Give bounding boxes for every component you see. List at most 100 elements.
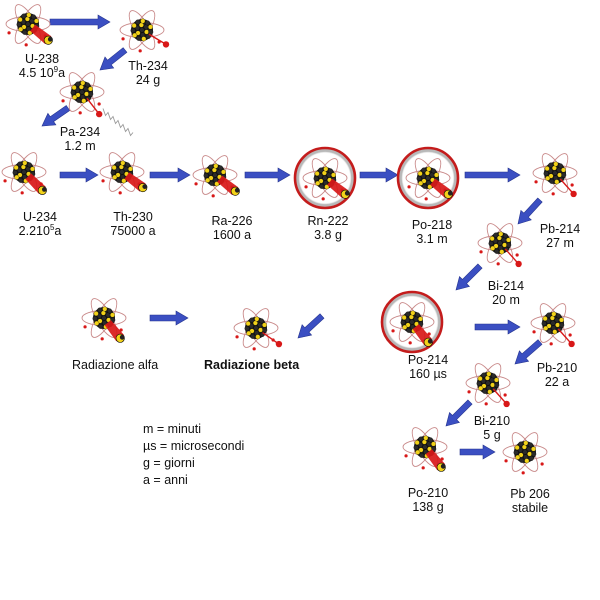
- arrow-ra226-rn222: [244, 167, 291, 183]
- electron: [551, 192, 555, 196]
- nuclide-name: Th-230: [113, 210, 153, 224]
- atom-u234: [1, 152, 47, 195]
- alpha-particle: [230, 186, 240, 196]
- electron: [540, 462, 544, 466]
- alpha-particle: [443, 189, 453, 199]
- electron: [321, 197, 325, 201]
- atom-pb206: [502, 432, 548, 475]
- electron: [235, 335, 239, 339]
- beta-particle: [503, 400, 510, 408]
- atom-po214: [389, 302, 435, 347]
- electron: [408, 341, 412, 345]
- electron: [78, 111, 82, 115]
- nuclide-half-life: 24 g: [135, 73, 161, 87]
- nuclide-half-life: 75000 a: [110, 224, 156, 238]
- electron: [119, 328, 123, 332]
- nucleus: [476, 371, 500, 395]
- nucleus: [244, 316, 268, 340]
- arrow-po218-pb214: [464, 167, 521, 183]
- nucleus: [92, 306, 116, 330]
- beta-ray: [504, 248, 520, 265]
- arrow-pb210-bi210: [514, 339, 543, 365]
- arrow-th234-pa234: [99, 47, 128, 71]
- nuclide-half-life: 5 g: [483, 428, 501, 442]
- electron: [407, 185, 411, 189]
- key-atom-alpha: [81, 298, 127, 343]
- electron: [440, 457, 444, 461]
- arrow-po210-pb206: [459, 444, 496, 460]
- electron: [570, 183, 574, 187]
- electron: [532, 330, 536, 334]
- nuclide-half-life: 2.2105a: [18, 223, 62, 239]
- arrow-u238-th234: [49, 14, 111, 30]
- electron: [549, 342, 553, 346]
- alpha-particle: [436, 462, 446, 472]
- atom-po210: [402, 427, 448, 472]
- electron: [404, 454, 408, 458]
- atom-th230: [99, 152, 148, 195]
- arrow-bi210-po210: [445, 399, 473, 427]
- key-atom-beta: [233, 308, 283, 351]
- beta-trail: [102, 108, 134, 137]
- nucleus: [513, 440, 537, 464]
- nuclide-label-pb210: Pb-210 22 a: [537, 361, 577, 389]
- nuclide-half-life: 20 m: [492, 293, 520, 307]
- nuclide-label-pb206: Pb 206 stabile: [510, 487, 550, 515]
- alpha-particle: [423, 337, 433, 347]
- nucleus: [543, 161, 567, 185]
- beta-ray: [148, 33, 167, 46]
- beta-ray: [557, 328, 573, 345]
- beta-ray: [492, 388, 508, 405]
- atom-rn222: [302, 158, 350, 201]
- electron: [424, 197, 428, 201]
- nuclide-half-life: 4.5 109a: [18, 65, 66, 81]
- nuclide-half-life: 1600 a: [212, 228, 252, 242]
- nuclide-name: Po-210: [407, 486, 449, 500]
- atom-pb210: [530, 303, 576, 348]
- atom-bi210: [465, 363, 511, 408]
- nuclide-name: Pb-214: [539, 222, 581, 236]
- atoms-layer: [1, 4, 578, 475]
- electron: [83, 325, 87, 329]
- atom-ra226: [192, 155, 240, 198]
- nuclide-half-life: stabile: [511, 501, 549, 515]
- alpha-particle: [43, 35, 53, 45]
- nuclide-label-ra226: Ra-226 1600 a: [212, 214, 253, 242]
- key-beta-label: Radiazione beta: [204, 358, 300, 372]
- alpha-particle: [138, 183, 148, 193]
- legend-item-days: g = giorni: [143, 456, 195, 470]
- nuclide-name: Rn-222: [307, 214, 349, 228]
- nuclide-label-u234: U-234 2.2105a: [19, 210, 62, 238]
- electron: [504, 459, 508, 463]
- electron: [121, 37, 125, 41]
- nuclide-name: Pb 206: [510, 487, 550, 501]
- nuclide-label-th234: Th-234 24 g: [128, 59, 168, 87]
- nuclide-half-life: 27 m: [546, 236, 574, 250]
- nuclide-name: U-234: [22, 210, 58, 224]
- unit-legend: m = minuti µs = microsecondi g = giorni …: [143, 421, 244, 489]
- nuclide-label-bi214: Bi-214 20 m: [488, 279, 524, 307]
- legend-item-microseconds: µs = microsecondi: [143, 439, 245, 453]
- arrow-key-alpha: [149, 310, 189, 326]
- atom-u238: [5, 4, 53, 47]
- electron: [427, 332, 431, 336]
- beta-particle: [515, 260, 522, 268]
- beta-ray: [559, 178, 575, 195]
- nuclide-label-u238: U-238 4.5 109a: [19, 52, 65, 80]
- nuclide-name: Bi-210: [473, 414, 511, 428]
- nuclide-name: U-238: [24, 52, 60, 66]
- nuclide-half-life: 1.2 m: [64, 139, 96, 153]
- legend-item-years: a = anni: [143, 473, 188, 487]
- atom-bi214: [477, 223, 523, 268]
- nuclide-label-pa234: Pa-234 1.2 m: [60, 125, 100, 153]
- nuclide-name: Th-234: [128, 59, 168, 73]
- nucleus: [488, 231, 512, 255]
- electron: [479, 250, 483, 254]
- alpha-particle: [37, 185, 47, 195]
- nuclide-name: Pa-234: [59, 125, 101, 139]
- beta-particle: [95, 110, 103, 118]
- electron: [515, 253, 519, 257]
- nuclide-half-life: 3.8 g: [314, 228, 342, 242]
